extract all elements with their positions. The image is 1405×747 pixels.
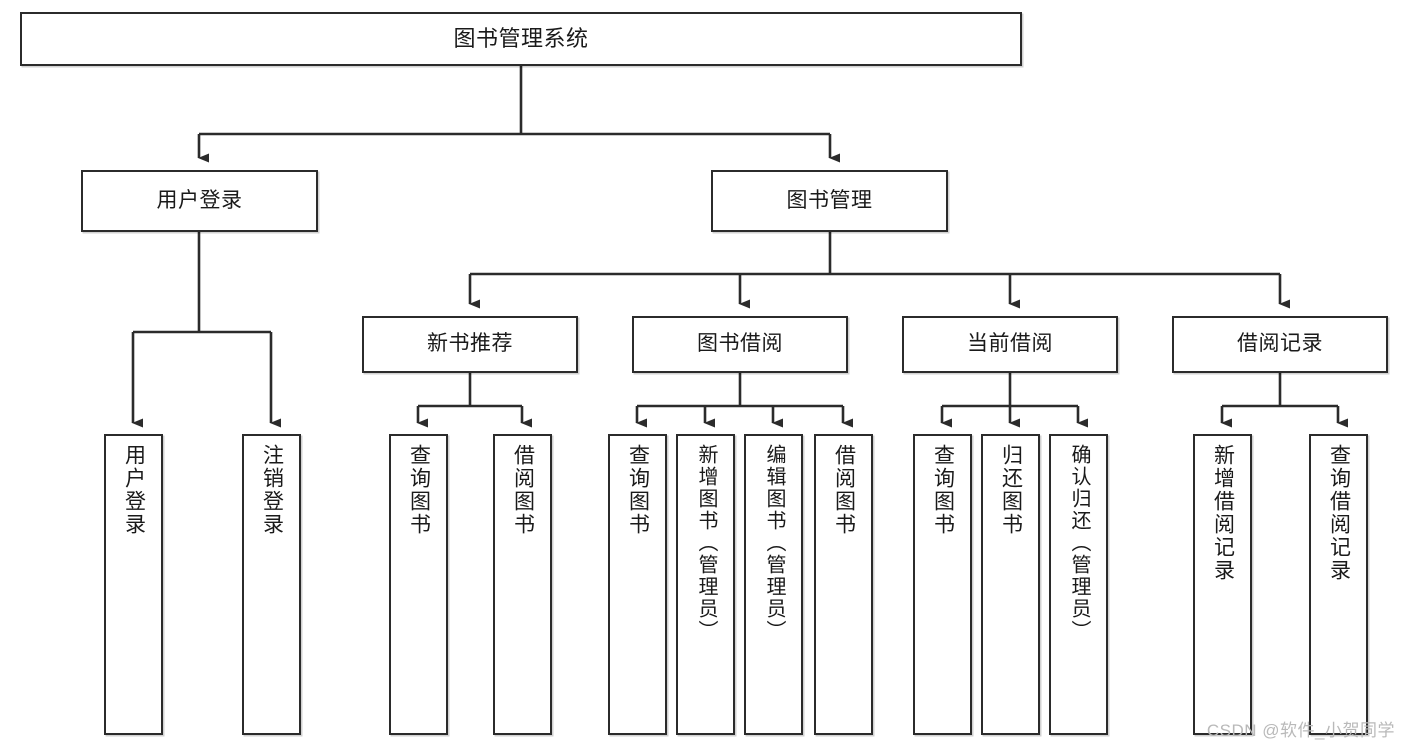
leaf-add-borrow-record[interactable]: 新增借阅记录 <box>1193 434 1252 735</box>
node-book-management[interactable]: 图书管理 <box>711 170 948 232</box>
leaf-return-book[interactable]: 归还图书 <box>981 434 1040 735</box>
node-book-borrow[interactable]: 图书借阅 <box>632 316 848 373</box>
node-label: 查询图书 <box>407 444 431 536</box>
node-label: 查询借阅记录 <box>1327 444 1351 582</box>
node-label: 归还图书 <box>999 444 1023 536</box>
node-label: 查询图书 <box>931 444 955 536</box>
leaf-query-book-newbook[interactable]: 查询图书 <box>389 434 448 735</box>
leaf-query-book-current[interactable]: 查询图书 <box>913 434 972 735</box>
node-label: 新增图书（管理员） <box>695 444 717 642</box>
node-label: 注销登录 <box>260 444 284 536</box>
node-label: 借阅记录 <box>1237 332 1323 356</box>
leaf-logout[interactable]: 注销登录 <box>242 434 301 735</box>
node-label: 图书管理 <box>786 188 873 212</box>
leaf-add-book-admin[interactable]: 新增图书（管理员） <box>676 434 735 735</box>
node-current-borrow[interactable]: 当前借阅 <box>902 316 1118 373</box>
node-root-book-management-system[interactable]: 图书管理系统 <box>20 12 1022 66</box>
node-label: 用户登录 <box>122 444 146 536</box>
node-label: 新增借阅记录 <box>1211 444 1235 582</box>
node-label: 编辑图书（管理员） <box>763 444 785 642</box>
node-user-login[interactable]: 用户登录 <box>81 170 318 232</box>
node-label: 图书管理系统 <box>453 26 589 52</box>
leaf-user-login[interactable]: 用户登录 <box>104 434 163 735</box>
node-borrow-record[interactable]: 借阅记录 <box>1172 316 1388 373</box>
node-label: 图书借阅 <box>697 332 783 356</box>
node-label: 借阅图书 <box>832 444 856 536</box>
leaf-borrow-book-borrow[interactable]: 借阅图书 <box>814 434 873 735</box>
leaf-borrow-book-newbook[interactable]: 借阅图书 <box>493 434 552 735</box>
leaf-query-book-borrow[interactable]: 查询图书 <box>608 434 667 735</box>
node-label: 用户登录 <box>156 188 243 212</box>
node-label: 借阅图书 <box>511 444 535 536</box>
node-label: 当前借阅 <box>967 332 1053 356</box>
leaf-query-borrow-record[interactable]: 查询借阅记录 <box>1309 434 1368 735</box>
leaf-confirm-return-admin[interactable]: 确认归还（管理员） <box>1049 434 1108 735</box>
node-label: 新书推荐 <box>427 332 513 356</box>
leaf-edit-book-admin[interactable]: 编辑图书（管理员） <box>744 434 803 735</box>
node-label: 确认归还（管理员） <box>1068 444 1090 642</box>
node-label: 查询图书 <box>626 444 650 536</box>
node-new-book-recommendation[interactable]: 新书推荐 <box>362 316 578 373</box>
